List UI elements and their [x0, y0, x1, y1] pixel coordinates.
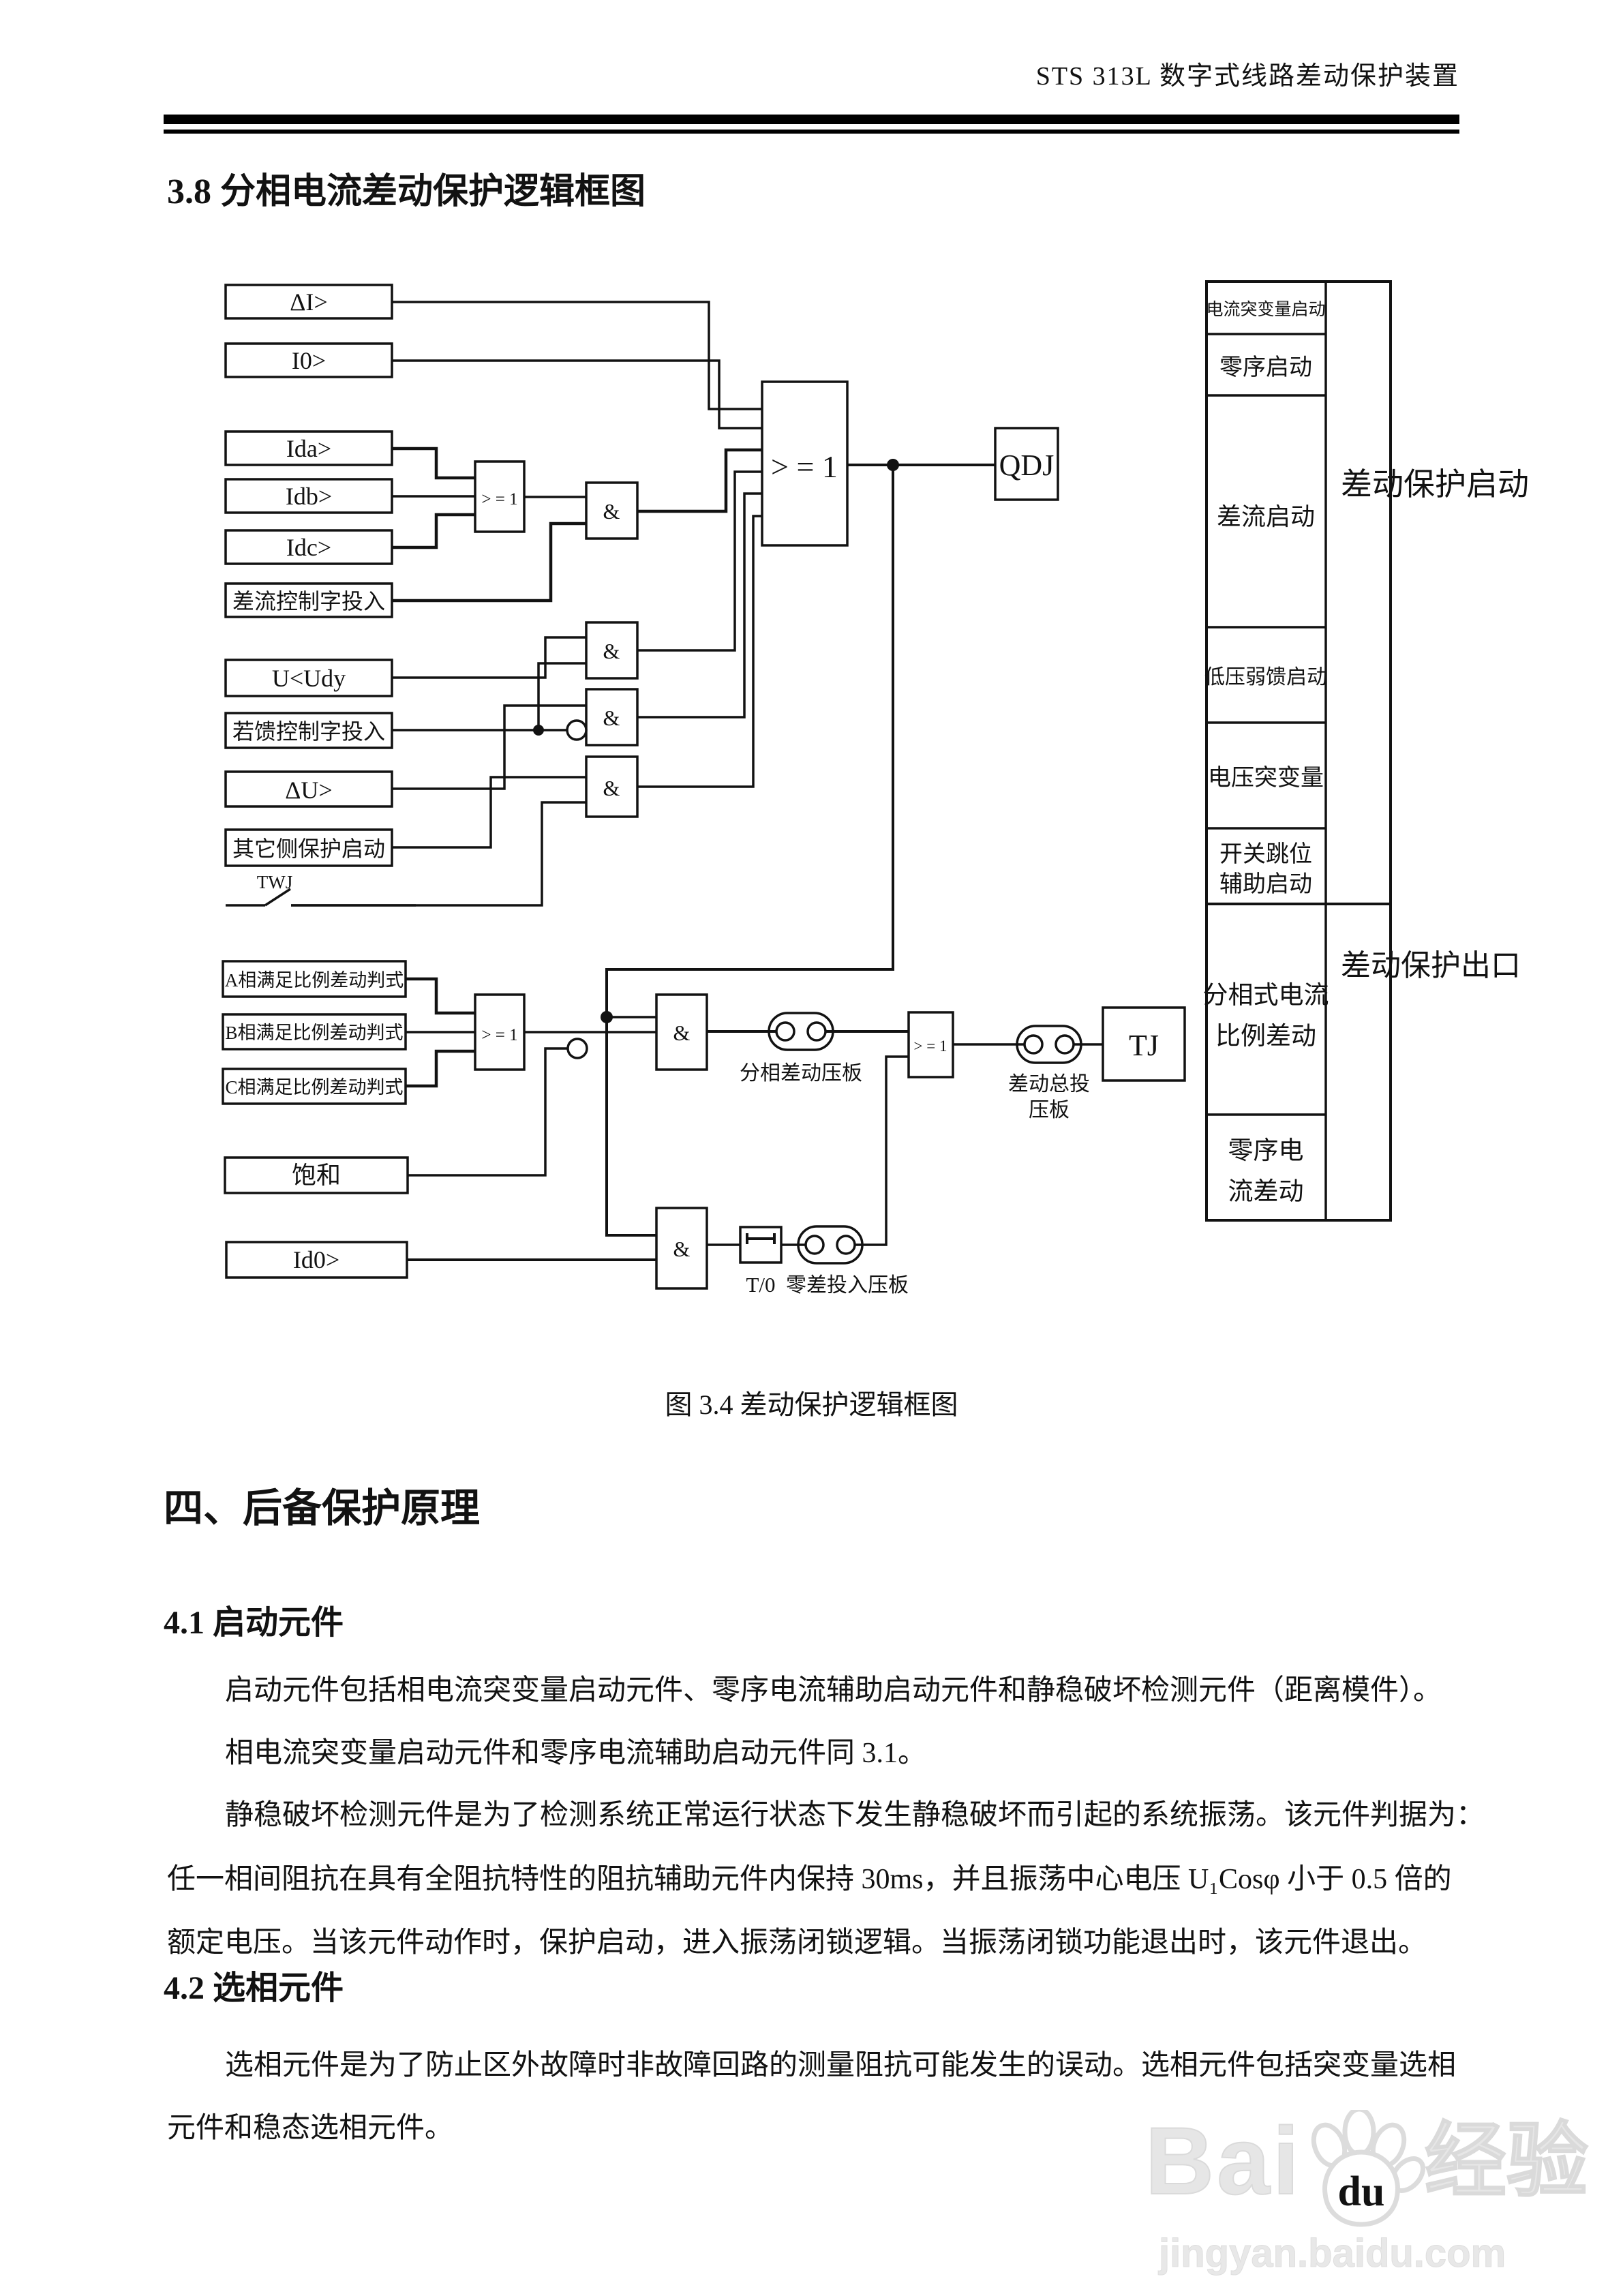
input-diff-ctrl: 差流控制字投入	[232, 589, 385, 614]
input-boxes	[222, 284, 409, 1279]
figure-caption: 图 3.4 差动保护逻辑框图	[665, 1389, 958, 1420]
table-row-phase-ratio-2: 比例差动	[1215, 1022, 1316, 1051]
table-row-switch-2: 辅助启动	[1219, 871, 1312, 897]
gate-boxes	[474, 380, 1186, 1290]
total-plate-label-2: 压板	[1029, 1099, 1070, 1121]
bottom-and2-label: &	[673, 1237, 691, 1261]
paragraph-line: 相电流突变量启动元件和零序电流辅助启动元件同 3.1。	[225, 1738, 927, 1769]
status-table	[1205, 280, 1392, 1222]
zero-plate-label: 零差投入压板	[786, 1274, 909, 1297]
input-idc: Idc>	[286, 534, 331, 561]
input-idb: Idb>	[286, 483, 332, 510]
table-col-protection-start: 差动保护启动	[1341, 467, 1529, 502]
watermark-brand-text: Bai	[1144, 2107, 1302, 2214]
table-row-volt-sudden: 电压突变量	[1208, 765, 1324, 791]
table-row-zero-seq-start: 零序启动	[1219, 354, 1312, 380]
or2-gate-label: > = 1	[914, 1038, 947, 1055]
and2-gate-label: &	[603, 639, 620, 663]
doc-header-title: STS 313L 数字式线路差动保护装置	[1035, 62, 1459, 91]
and3-gate-label: &	[603, 706, 620, 730]
table-row-diff-start: 差流启动	[1217, 503, 1315, 530]
big-or-gate-label: > = 1	[771, 449, 838, 484]
input-phase-c: C相满足比例差动判式	[225, 1077, 403, 1098]
header-rule-thin	[164, 130, 1459, 134]
abc-or-gate-label: > = 1	[481, 1026, 517, 1044]
bottom-and1-label: &	[673, 1021, 691, 1045]
paragraph-line: 任一相间阻抗在具有全阻抗特性的阻抗辅助元件内保持 30ms，并且振荡中心电压 U…	[167, 1864, 1452, 1895]
and4-gate-label: &	[603, 776, 620, 800]
input-phase-a: A相满足比例差动判式	[225, 970, 404, 991]
and1-gate-label: &	[603, 499, 620, 524]
table-col-protection-exit: 差动保护出口	[1341, 949, 1521, 982]
input-other-side: 其它侧保护启动	[232, 836, 385, 861]
input-phase-b: B相满足比例差动判式	[225, 1023, 403, 1043]
table-row-current-sudden: 电流突变量启动	[1206, 300, 1325, 319]
paragraph-line: 静稳破坏检测元件是为了检测系统正常运行状态下发生静稳破坏而引起的系统振荡。该元件…	[225, 1800, 1485, 1831]
paragraph-line: 额定电压。当该元件动作时，保护启动，进入振荡闭锁逻辑。当振荡闭锁功能退出时，该元…	[167, 1927, 1427, 1959]
phase-plate-label: 分相差动压板	[740, 1062, 862, 1085]
section-4-1-heading: 4.1 启动元件	[164, 1605, 344, 1641]
section-4-heading: 四、后备保护原理	[164, 1486, 481, 1530]
input-delta-i: ΔI>	[290, 288, 327, 316]
table-row-zero-diff-1: 零序电	[1228, 1136, 1304, 1165]
tj-output-label: TJ	[1129, 1029, 1159, 1062]
paragraph-line: 元件和稳态选相元件。	[167, 2113, 454, 2144]
table-row-zero-diff-2: 流差动	[1228, 1177, 1304, 1206]
table-row-switch-1: 开关跳位	[1219, 841, 1312, 867]
header-rule-thick	[164, 115, 1459, 124]
twj-switch-icon	[226, 888, 416, 907]
total-plate-label-1: 差动总投	[1008, 1073, 1090, 1096]
table-row-phase-ratio-1: 分相式电流	[1203, 982, 1329, 1010]
watermark-brand2-text: du	[1337, 2169, 1384, 2215]
input-delta-u: ΔU>	[285, 776, 332, 804]
not-circles	[566, 719, 588, 1059]
wires	[291, 301, 1103, 1261]
logic-diagram: ΔI> I0> Ida> Idb> Idc> 差流控制字投入 U<Udy 若馈控…	[222, 280, 1392, 1297]
paragraph-line: 启动元件包括相电流突变量启动元件、零序电流辅助启动元件和静稳破坏检测元件（距离模…	[225, 1675, 1442, 1706]
watermark-suffix-text: 经验	[1424, 2115, 1589, 2207]
or1-gate-label: > = 1	[481, 490, 517, 509]
qdj-output-label: QDJ	[999, 449, 1055, 482]
section-4-2-heading: 4.2 选相元件	[164, 1970, 344, 2006]
input-id0: Id0>	[293, 1246, 339, 1273]
junction-dots	[533, 459, 899, 1023]
input-saturation: 饱和	[292, 1162, 341, 1189]
watermark: Bai du 经验	[1144, 2107, 1589, 2236]
section-3-8-heading: 3.8 分相电流差动保护逻辑框图	[167, 172, 646, 211]
table-row-lowvolt-weak: 低压弱馈启动	[1204, 666, 1327, 689]
input-weak-ctrl: 若馈控制字投入	[232, 719, 385, 744]
timer-label: T/0	[746, 1273, 775, 1297]
timer-icon	[746, 1233, 776, 1244]
watermark-url: jingyan.baidu.com	[1158, 2231, 1506, 2276]
input-u-udy: U<Udy	[272, 665, 346, 692]
paw-icon: du	[1311, 2110, 1425, 2227]
twj-label: TWJ	[257, 872, 292, 892]
input-ida: Ida>	[286, 435, 331, 462]
input-i0: I0>	[292, 347, 326, 374]
paragraph-line: 选相元件是为了防止区外故障时非故障回路的测量阻抗可能发生的误动。选相元件包括突变…	[225, 2050, 1457, 2081]
